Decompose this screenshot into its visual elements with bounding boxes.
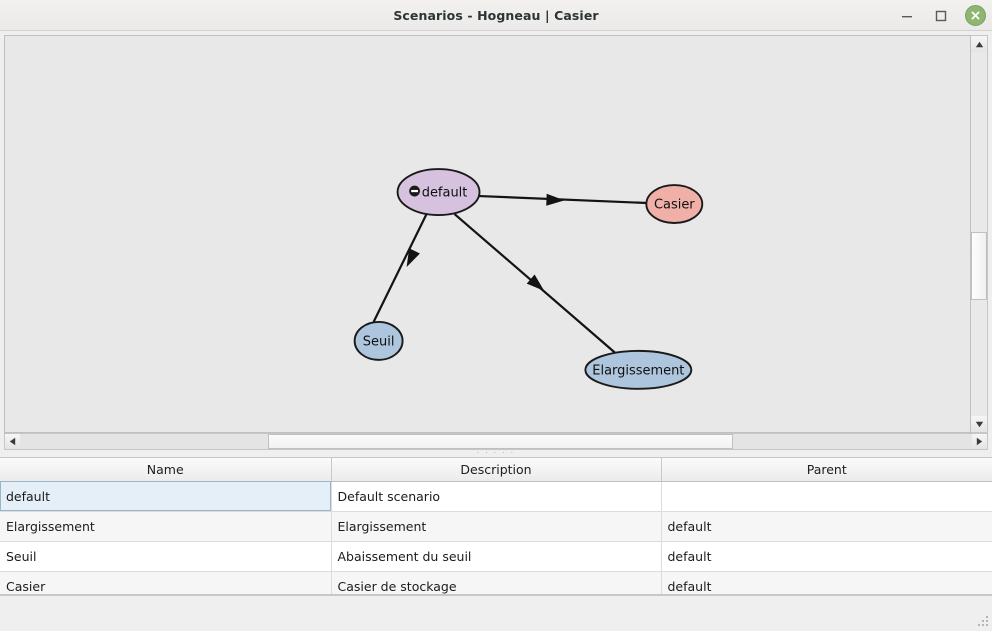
status-bar [0,595,992,631]
graph-node-Seuil[interactable]: Seuil [353,320,404,361]
minimize-button[interactable] [895,4,919,28]
graph-node-Elargissement[interactable]: Elargissement [584,349,693,390]
scroll-down-button[interactable] [971,416,987,432]
graph-node-shape [584,349,693,390]
cell-description[interactable]: Default scenario [331,481,662,512]
scroll-right-arrow-icon [976,437,983,446]
scroll-right-button[interactable] [972,434,987,449]
graph-node-label: Casier [654,198,695,213]
scroll-up-arrow-icon [975,41,983,47]
cell-name[interactable]: Elargissement [0,511,332,542]
graph-edges [372,193,648,355]
window-controls [895,0,986,31]
column-header-parent[interactable]: Parent [661,458,992,482]
graph-node-label: Seuil [363,334,395,349]
graph-node-label: Elargissement [592,363,684,378]
scroll-down-arrow-icon [975,421,983,427]
title-bar[interactable]: Scenarios - Hogneau | Casier [0,0,992,31]
graph-node-default[interactable]: default [396,168,481,216]
graph-edge-default-to-Seuil[interactable] [372,213,428,323]
table-header-row: Name Description Parent [0,458,992,482]
panel-splitter[interactable]: · · · · · [0,450,992,457]
graph-node-shape [353,320,404,361]
graph-edge-arrowhead [406,248,420,268]
minimize-icon [902,15,912,17]
scroll-up-button[interactable] [971,36,987,52]
cell-parent[interactable]: default [661,541,992,572]
column-header-description[interactable]: Description [331,458,662,482]
column-header-name[interactable]: Name [0,458,332,482]
collapse-minus-bar [411,189,418,193]
cell-parent[interactable]: default [661,571,992,594]
scroll-left-arrow-icon [9,437,16,446]
close-button[interactable] [965,5,986,26]
graph-edge-default-to-Casier[interactable] [479,194,648,205]
graph-edge-arrowhead [546,193,565,206]
graph-node-shape [645,184,704,224]
scroll-left-button[interactable] [5,434,20,449]
graph-node-Casier[interactable]: Casier [645,184,704,224]
cell-description[interactable]: Elargissement [331,511,662,542]
cell-parent[interactable]: default [661,511,992,542]
resize-grip-icon[interactable] [977,616,990,629]
graph-vscroll-track[interactable] [971,52,987,416]
maximize-button[interactable] [929,4,953,28]
graph-node-shape [396,168,481,216]
graph-hscroll-track[interactable] [20,434,972,449]
cell-name[interactable]: Seuil [0,541,332,572]
cell-name[interactable]: Casier [0,571,332,594]
cell-description[interactable]: Casier de stockage [331,571,662,594]
splitter-handle: · · · · · [476,449,516,457]
cell-description[interactable]: Abaissement du seuil [331,541,662,572]
graph-hscroll-thumb[interactable] [268,434,733,449]
graph-vertical-scrollbar[interactable] [971,35,988,433]
cell-parent[interactable] [661,481,992,512]
graph-horizontal-scrollbar[interactable] [4,433,988,450]
graph-node-label: default [422,186,468,201]
close-icon [971,11,980,20]
maximize-icon [935,10,947,21]
graph-vscroll-thumb[interactable] [971,232,987,300]
cell-name[interactable]: default [0,481,332,512]
graph-edge-arrowhead [526,274,545,291]
window-title: Scenarios - Hogneau | Casier [393,7,599,23]
